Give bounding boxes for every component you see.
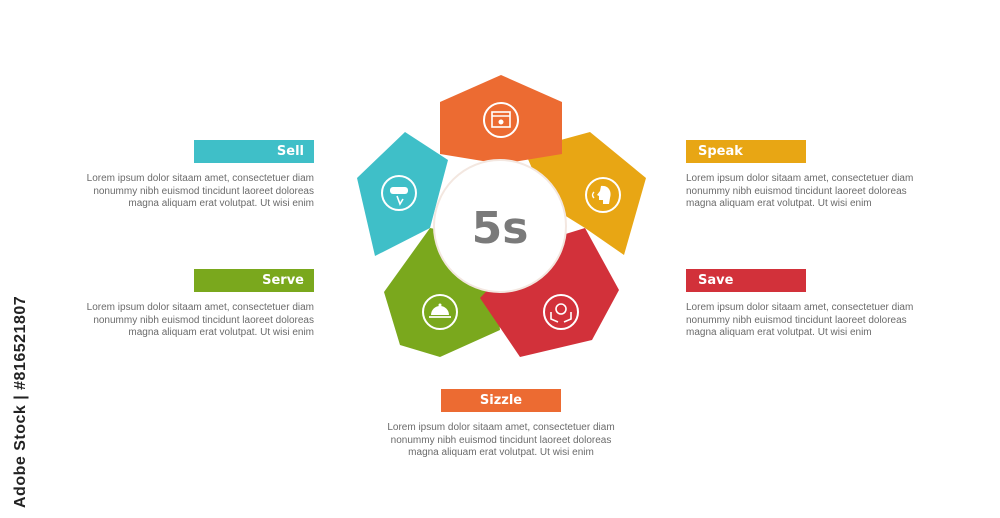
- save-desc-line-1: Lorem ipsum dolor sitaam amet, consectet…: [686, 302, 914, 313]
- speak-pentagon: [524, 132, 646, 255]
- speak-desc-line-2: nonummy nibh euismod tincidunt laoreet d…: [686, 185, 907, 197]
- speak-label-bar: Speak: [686, 140, 806, 163]
- speaking-head-icon: [585, 177, 621, 213]
- save-label-bar: Save: [686, 269, 806, 292]
- sizzle-label-bar: Sizzle: [441, 389, 561, 412]
- serve-desc-line-3: magna aliquam erat volutpat. Ut wisi eni…: [128, 327, 314, 338]
- save-desc-line-3: magna aliquam erat volutpat. Ut wisi eni…: [686, 327, 872, 338]
- sell-desc-line-3: magna aliquam erat volutpat. Ut wisi eni…: [128, 198, 314, 209]
- serve-desc-line-1: Lorem ipsum dolor sitaam amet, consectet…: [86, 302, 314, 313]
- sell-description: Lorem ipsum dolor sitaam amet, consectet…: [74, 173, 314, 211]
- sizzle-description: Lorem ipsum dolor sitaam amet, consectet…: [381, 422, 621, 460]
- speak-desc-line-3: magna aliquam erat volutpat. Ut wisi eni…: [686, 198, 872, 209]
- sizzle-desc-line-1: Lorem ipsum dolor sitaam amet, consectet…: [387, 422, 615, 433]
- save-pentagon: [480, 228, 619, 357]
- hands-coin-icon: [543, 294, 579, 330]
- serve-description: Lorem ipsum dolor sitaam amet, consectet…: [74, 302, 314, 340]
- browser-window-icon: [483, 102, 519, 138]
- serve-desc-line-2: nonummy nibh euismod tincidunt laoreet d…: [93, 314, 314, 326]
- sell-tag-hand-icon: [381, 175, 417, 211]
- center-label: 5s: [472, 203, 529, 254]
- sizzle-desc-line-2: nonummy nibh euismod tincidunt laoreet d…: [390, 434, 612, 446]
- sell-desc-line-1: Lorem ipsum dolor sitaam amet, consectet…: [86, 173, 314, 184]
- center-circle: [433, 159, 567, 293]
- sell-label-bar: Sell: [194, 140, 314, 163]
- save-desc-line-2: nonummy nibh euismod tincidunt laoreet d…: [686, 314, 907, 326]
- speak-description: Lorem ipsum dolor sitaam amet, consectet…: [686, 173, 926, 211]
- save-description: Lorem ipsum dolor sitaam amet, consectet…: [686, 302, 926, 340]
- sell-desc-line-2: nonummy nibh euismod tincidunt laoreet d…: [93, 185, 314, 197]
- stock-watermark: Adobe Stock | #816521807: [12, 295, 29, 508]
- sizzle-desc-line-3: magna aliquam erat volutpat. Ut wisi eni…: [408, 447, 594, 458]
- serving-cloche-icon: [422, 294, 458, 330]
- serve-label-bar: Serve: [194, 269, 314, 292]
- speak-desc-line-1: Lorem ipsum dolor sitaam amet, consectet…: [686, 173, 914, 184]
